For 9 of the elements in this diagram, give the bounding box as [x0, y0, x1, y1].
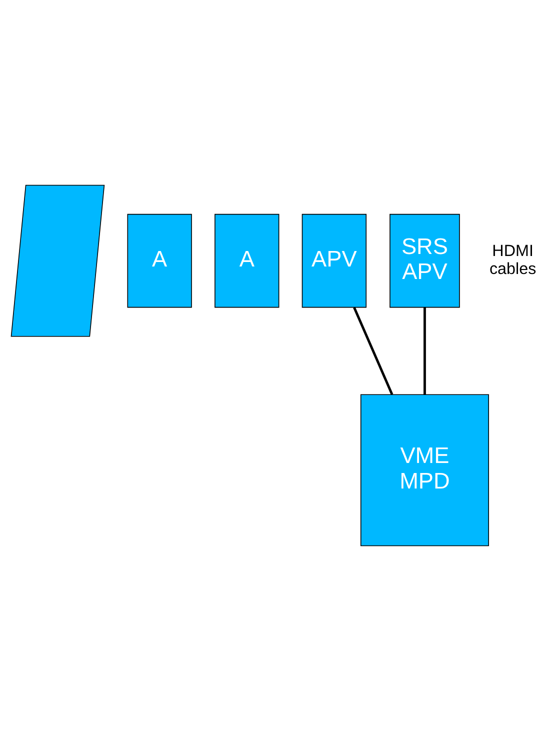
node-box: APV	[302, 214, 367, 308]
node-parallelogram	[10, 184, 105, 337]
label: HDMI cables	[489, 242, 536, 278]
node-box: A	[214, 214, 280, 308]
node-box: A	[127, 214, 192, 308]
connector	[353, 307, 394, 395]
connector	[424, 307, 426, 394]
node-box: SRS APV	[390, 214, 460, 308]
node-box: VME MPD	[360, 394, 489, 546]
